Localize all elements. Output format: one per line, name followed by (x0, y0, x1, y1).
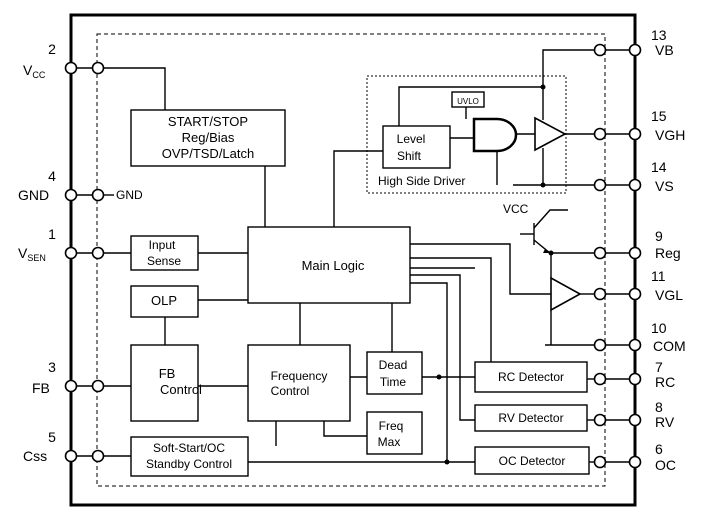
vcc-internal-label: VCC (503, 202, 529, 216)
input-sense-line2: Sense (147, 254, 181, 268)
pin-6-number: 6 (655, 441, 663, 457)
pin-5-number: 5 (48, 429, 56, 445)
pin-14-number: 14 (651, 159, 667, 175)
pin-2-number: 2 (48, 41, 56, 57)
rc-detector-label: RC Detector (498, 370, 564, 384)
pin-5-name: Css (23, 448, 47, 464)
pin-11-name: VGL (655, 287, 683, 303)
pin-9-number: 9 (655, 228, 663, 244)
frequency-control-line1: Frequency (271, 369, 328, 383)
pin-terminals (64, 43, 642, 469)
block-start-stop (130, 109, 286, 167)
fb-control-line2: Control (160, 382, 202, 397)
soft-start-line1: Soft-Start/OC (153, 441, 225, 455)
block-fb-control (130, 344, 199, 422)
block-frequency-control (247, 344, 351, 422)
pin-15-number: 15 (651, 108, 667, 124)
pin-10-name: COM (653, 338, 686, 354)
pin-13-name: VB (655, 42, 674, 58)
ic-package-outline (69, 13, 637, 507)
input-sense-line1: Input (149, 238, 176, 252)
block-main-logic (247, 226, 411, 304)
block-oc-detector (474, 446, 590, 475)
pin-8-name: RV (655, 414, 675, 430)
pin-13-number: 13 (651, 27, 667, 43)
pin-4-name: GND (18, 187, 49, 203)
uvlo-label: UVLO (457, 97, 479, 106)
dead-time-line2: Time (380, 375, 407, 389)
pin-15-name: VGH (655, 127, 685, 143)
pin-1-name: VSEN (18, 245, 46, 263)
pin-3-number: 3 (48, 359, 56, 375)
block-freq-max (366, 411, 423, 455)
pin-7-name: RC (655, 374, 675, 390)
main-logic-label: Main Logic (302, 258, 365, 273)
junctions (436, 84, 554, 465)
pin-11-number: 11 (651, 268, 666, 284)
pin-8-number: 8 (655, 399, 663, 415)
pin-6-name: OC (655, 457, 676, 473)
and-gate-symbol (472, 117, 518, 153)
frequency-control-line2: Control (271, 384, 310, 398)
high-side-buffer-symbol (534, 116, 567, 152)
block-rc-detector (474, 361, 588, 393)
freq-max-line1: Freq (379, 419, 404, 433)
level-shift-line2: Shift (397, 149, 422, 163)
block-soft-start (130, 436, 249, 477)
start-stop-line1: START/STOP (168, 114, 248, 129)
block-dead-time (366, 351, 423, 395)
transistor-symbol (543, 249, 550, 253)
high-side-driver-label: High Side Driver (378, 174, 465, 188)
rv-detector-label: RV Detector (498, 411, 563, 425)
olp-label: OLP (151, 293, 177, 308)
fb-control-line1: FB (159, 366, 176, 381)
pin-7-number: 7 (655, 359, 663, 375)
pin-2-name: VCC (23, 62, 46, 80)
pin-10-number: 10 (651, 320, 667, 336)
freq-max-line2: Max (378, 435, 401, 449)
level-shift-line1: Level (397, 132, 426, 146)
block-rv-detector (474, 404, 588, 432)
pin-4-number: 4 (48, 168, 56, 184)
block-input-sense (130, 235, 199, 271)
start-stop-line3: OVP/TSD/Latch (162, 146, 254, 161)
pin-1-number: 1 (48, 226, 56, 242)
ic-die-boundary (96, 33, 606, 487)
pin-9-name: Reg (655, 245, 681, 261)
pin-14-name: VS (655, 178, 674, 194)
dead-time-line1: Dead (379, 358, 408, 372)
block-level-shift (382, 125, 451, 169)
low-side-buffer-symbol (550, 276, 582, 312)
oc-detector-label: OC Detector (499, 454, 566, 468)
start-stop-line2: Reg/Bias (182, 130, 235, 145)
pin-3-name: FB (32, 380, 50, 396)
block-uvlo (451, 91, 485, 108)
gnd-internal-label: GND (116, 188, 143, 202)
soft-start-line2: Standby Control (146, 457, 232, 471)
block-olp (130, 285, 199, 318)
